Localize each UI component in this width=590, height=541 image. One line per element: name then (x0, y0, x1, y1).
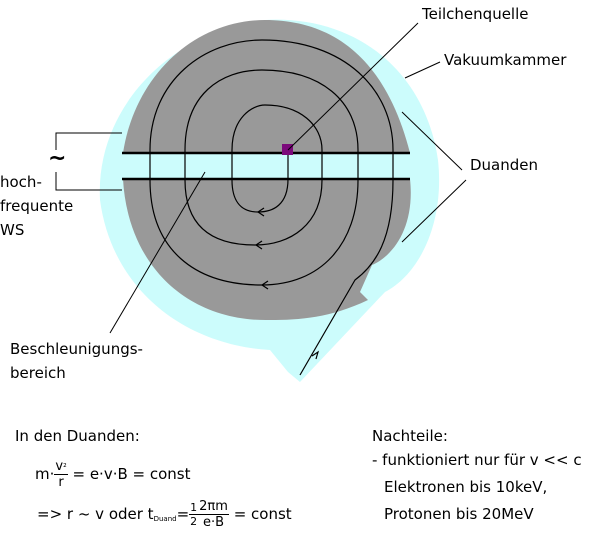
disadvantage-line3: Protonen bis 20MeV (384, 505, 534, 523)
rf-label-line3: WS (0, 221, 25, 239)
disadvantage-line2: Elektronen bis 10keV, (384, 478, 548, 496)
disadvantage-line1: - funktioniert nur für v << c (372, 451, 582, 469)
eq1-r: r (58, 475, 64, 490)
eq1-rhs: = e·v·B = const (72, 465, 191, 483)
dees-label: Duanden (470, 156, 539, 174)
eq1-mass: m· (35, 465, 55, 483)
direction-arrows (254, 207, 320, 360)
eq2-lead: => r ~ v oder t (37, 505, 154, 523)
ac-symbol: ~ (48, 146, 67, 171)
accel-label-line1: Beschleunigungs- (10, 340, 143, 358)
eq2-subscript: Duand (153, 515, 177, 523)
eq1-fraction: v² r (54, 459, 68, 490)
rf-label-line2: frequente (0, 197, 74, 215)
eq1-v: v (55, 459, 64, 474)
particle-spiral (149, 39, 394, 376)
eq1-exponent: ² (63, 463, 67, 473)
particle-source (282, 144, 293, 155)
particle-source-label: Teilchenquelle (422, 5, 529, 23)
leader-lines (55, 22, 467, 334)
formula-eq1: m·v² r = e·v·B = const (35, 460, 191, 489)
eq2-rhs: = const (233, 505, 292, 523)
lower-dee (123, 179, 411, 321)
formula-heading: In den Duanden: (15, 427, 140, 445)
eq2-equals: = (176, 505, 190, 523)
vacuum-chamber-label: Vakuumkammer (444, 51, 567, 69)
upper-dee (123, 20, 410, 153)
disadvantages-heading: Nachteile: (372, 427, 448, 445)
accel-label-line2: bereich (10, 364, 66, 382)
rf-label-line1: hoch- (0, 173, 42, 191)
